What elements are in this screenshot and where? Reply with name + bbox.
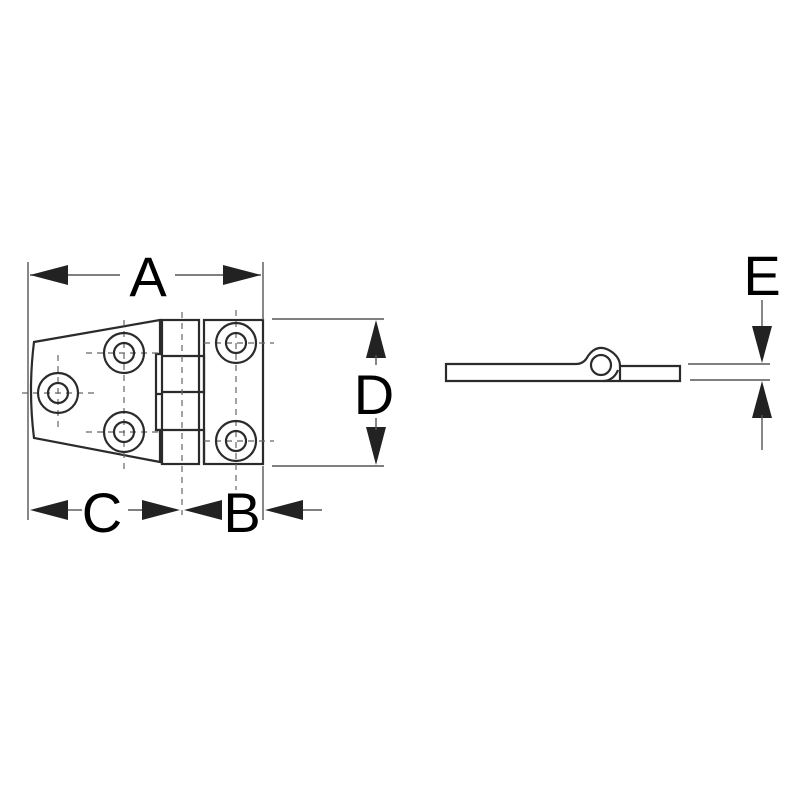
knuckle-segment (156, 392, 206, 464)
label-a: A (129, 245, 167, 308)
arrow-left-icon (184, 500, 222, 520)
arrow-up-icon (366, 320, 386, 358)
dimension-e: E (688, 244, 781, 450)
screw-hole-icon (214, 419, 258, 463)
arrow-left-icon (265, 500, 303, 520)
dimension-a: A (27, 245, 264, 520)
arrow-left-icon (30, 265, 68, 285)
label-d: D (354, 363, 394, 426)
screw-hole-icon (214, 321, 258, 365)
hinge-top-view (22, 310, 274, 515)
arrow-down-icon (752, 326, 772, 363)
arrow-right-icon (142, 500, 180, 520)
arrow-down-icon (366, 427, 386, 465)
dimension-c: C (30, 481, 180, 544)
screw-hole-icon (102, 410, 146, 454)
right-leaf (202, 318, 265, 466)
hinge-side-view (444, 346, 682, 383)
arrow-up-icon (752, 381, 772, 418)
dimension-b: B (184, 466, 322, 544)
label-c: C (82, 481, 122, 544)
label-e: E (743, 244, 780, 307)
hinge-profile (444, 346, 682, 383)
label-b: B (223, 481, 260, 544)
arrow-right-icon (223, 265, 261, 285)
knuckle-segment (162, 354, 206, 394)
screw-hole-icon (36, 371, 80, 415)
dimension-d: D (272, 318, 394, 467)
screw-hole-icon (102, 331, 146, 375)
hinge-pin-icon (589, 353, 613, 377)
arrow-left-icon (30, 500, 68, 520)
